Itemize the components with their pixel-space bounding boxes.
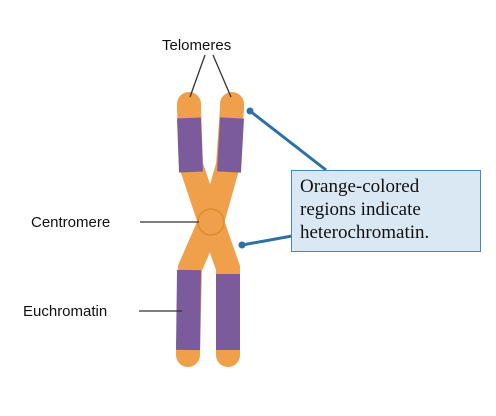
callout-line-arm — [241, 234, 293, 247]
callout-dot-telomere — [246, 107, 254, 115]
upper-left-arm-euchromatin — [177, 117, 203, 173]
centromere-label: Centromere — [31, 214, 110, 231]
telomeres-leader-right — [212, 54, 232, 98]
upper-left-arm — [177, 92, 222, 234]
lower-left-arm — [176, 210, 222, 367]
telomeres-label: Telomeres — [162, 37, 231, 54]
heterochromatin-note-box: Orange-colored regions indicate heteroch… — [291, 170, 481, 252]
telomeres-leader-left — [189, 54, 206, 98]
upper-right-arm-euchromatin — [217, 117, 244, 173]
lower-left-arm-euchromatin — [176, 269, 201, 351]
note-line-3: heterochromatin. — [300, 222, 430, 243]
callout-line-telomere — [249, 109, 327, 172]
note-line-1: Orange-colored — [300, 176, 420, 197]
lower-right-arm — [200, 210, 240, 367]
callout-dot-arm — [238, 241, 246, 249]
note-line-2: regions indicate — [300, 199, 421, 220]
upper-right-arm — [200, 92, 244, 234]
euchromatin-label: Euchromatin — [23, 303, 107, 320]
centromere-knob — [197, 208, 225, 236]
